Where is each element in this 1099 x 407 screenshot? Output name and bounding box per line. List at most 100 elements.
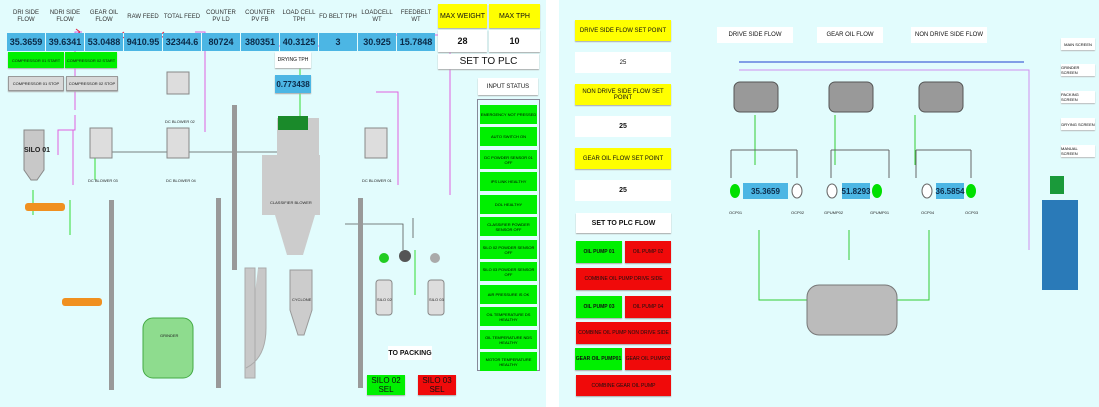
status-item: OIL TEMPERATURE DS HEALTHY [480,307,537,326]
max-weight-label: MAX WEIGHT [438,4,487,28]
pump-label: GPUMP01 [870,210,890,215]
oil-pump-03-button[interactable]: OIL PUMP 03 [576,296,622,318]
status-item: DC POWDER SENSOR 01 OFF [480,150,537,169]
status-item: SILO 02 POWDER SENSOR OFF [480,240,537,259]
silo-02-label: SILO 02 [377,297,392,302]
pump-indicator-ocp02 [791,183,803,199]
cooling-fan-icon [1050,176,1064,194]
silo-03-label: SILO 03 [429,297,444,302]
cooling-tower [1042,200,1078,290]
dc-blower-02-label: DC BLOWER 02 [165,119,195,124]
value-total-feed: 32344.6 [163,33,201,51]
pump-indicator-ocp01 [730,184,740,198]
oil-flow-diagram [730,61,1078,336]
non-drive-side-flow-label: NON DRIVE SIDE FLOW [911,27,987,43]
value-ndri-side-flow: 39.6341 [46,33,84,51]
nav-packing-screen[interactable]: PACKING SCREEN [1061,91,1095,103]
value-fd-belt-tph: 3 [319,33,357,51]
status-item: DOL HEALTHY [480,195,537,214]
bucket-elevator-3 [232,105,237,270]
pump-indicator-gpump01 [872,184,882,198]
value-dri-side-flow: 35.3659 [7,33,45,51]
max-weight-input[interactable]: 28 [438,30,487,52]
oil-pump-04-button[interactable]: OIL PUMP 04 [625,296,671,318]
silo-03-unit [427,279,445,316]
dc-blower-04-unit [166,127,190,159]
dc-blower-02-unit [166,71,190,95]
oil-pump-01-button[interactable]: OIL PUMP 01 [576,241,622,263]
pump-label: OCP03 [965,210,979,215]
silo-01 [23,129,45,181]
nav-grinder-screen[interactable]: GRINDER SCREEN [1061,64,1095,76]
main-screen-panel: DRI SIDE FLOW NDRI SIDE FLOW GEAR OIL FL… [0,0,546,407]
set-to-plc-button[interactable]: SET TO PLC [438,54,539,69]
gear-oil-setpoint-input[interactable]: 25 [575,180,671,201]
ball-mill [806,284,898,336]
pump-label: OCP02 [791,210,805,215]
silo-03-select-button[interactable]: SILO 03 SEL [418,375,456,395]
non-drive-side-setpoint-label: NON DRIVE SIDE FLOW SET POINT [575,84,671,105]
gear-oil-pump-01-button[interactable]: GEAR OIL PUMP01 [575,348,622,370]
oil-pump-02-button[interactable]: OIL PUMP 02 [625,241,671,263]
dc-blower-04-label: DC BLOWER 04 [166,178,196,183]
combine-oil-pump-drive-side-button[interactable]: COMBINE OIL PUMP DRIVE SIDE [576,268,671,290]
silo-02-unit [375,279,393,316]
compressor-02-start-button[interactable]: COMPRESSOR 02 START [65,52,117,68]
header-label: TOTAL FEED [163,13,201,20]
nav-drying-screen[interactable]: DRYING SCREEN [1061,118,1095,130]
oil-system-panel: DRIVE SIDE FLOW SET POINT 25 NON DRIVE S… [559,0,1099,407]
drive-side-setpoint-input[interactable]: 25 [575,52,671,73]
status-item: AUTO SWITCH ON [480,127,537,146]
non-drive-side-setpoint-input[interactable]: 25 [575,116,671,137]
oil-tanks [733,81,964,113]
pump-indicator-ocp04 [921,183,933,199]
cyclone-label: CYCLONE [292,297,312,302]
rotary-valve-icon [430,253,440,263]
bucket-elevator-2 [216,198,221,388]
dc-blower-01-label: DC BLOWER 01 [362,178,392,183]
gear-oil-setpoint-label: GEAR OIL FLOW SET POINT [575,148,671,169]
bucket-elevator-4 [358,198,363,388]
status-item: CLASSIFIER POWDER SENSOR OFF [480,217,537,236]
header-label: LOAD CELL TPH [282,10,316,23]
status-item: OIL TEMPERATURE NDS HEALTHY [480,330,537,349]
status-item: AIR PRESSURE IS OK [480,285,537,304]
drive-side-flow-value: 35.3659 [743,183,788,199]
header-label: FD BELT TPH [319,13,357,20]
pump-label: GPUMP02 [824,210,844,215]
combine-gear-oil-pump-button[interactable]: COMBINE GEAR OIL PUMP [576,375,671,396]
nav-main-screen[interactable]: MAIN SCREEN [1061,38,1095,50]
max-tph-input[interactable]: 10 [489,30,540,52]
value-feedbelt-wt: 15.7848 [397,33,435,51]
compressor-01-stop-button[interactable]: COMPRESSOR 01 STOP [8,76,64,91]
dc-blower-03-label: DC BLOWER 03 [88,178,118,183]
classifier-blower-label: CLASSIFIER BLOWER [270,200,312,205]
silo-02-select-button[interactable]: SILO 02 SEL [367,375,405,395]
grinder-label: GRINDER [160,333,179,338]
status-item: SILO 03 POWDER SENSOR OFF [480,262,537,281]
gear-oil-pump-02-button[interactable]: GEAR OIL PUMP02 [625,348,671,370]
compressor-01-start-button[interactable]: COMPRESSOR 01 START [8,52,64,68]
value-load-cell-tph: 40.3125 [280,33,318,51]
hot-air-duct [244,267,267,379]
feeder-belt-2 [62,298,102,306]
header-label: DRI SIDE FLOW [12,10,39,23]
dc-blower-03-unit [89,127,113,159]
silo-01-label: SILO 01 [24,147,51,154]
process-diagram [23,28,451,390]
combine-oil-pump-non-drive-side-button[interactable]: COMBINE OIL PUMP NON DRIVE SIDE [576,322,671,344]
header-label: GEAR OIL FLOW [89,10,119,23]
compressor-02-stop-button[interactable]: COMPRESSOR 02 STOP [66,76,118,91]
status-item: MOTOR TEMPERATURE HEALTHY [480,352,537,371]
nav-manual-screen[interactable]: MANUAL SCREEN [1061,145,1095,157]
status-item: EMERGENCY NOT PRESSED [480,105,537,124]
pump-label: OCP04 [921,210,935,215]
feeder-belt-1 [25,203,65,211]
drive-side-flow-label: DRIVE SIDE FLOW [717,27,793,43]
set-to-plc-flow-button[interactable]: SET TO PLC FLOW [576,213,671,233]
gear-oil-flow-label: GEAR OIL FLOW [817,27,883,43]
header-label: FEEDBELT WT [400,10,432,23]
dc-blower-01-unit [364,127,388,159]
header-label: COUNTER PV LD [206,10,236,23]
value-counter-pv-ld: 80724 [202,33,240,51]
